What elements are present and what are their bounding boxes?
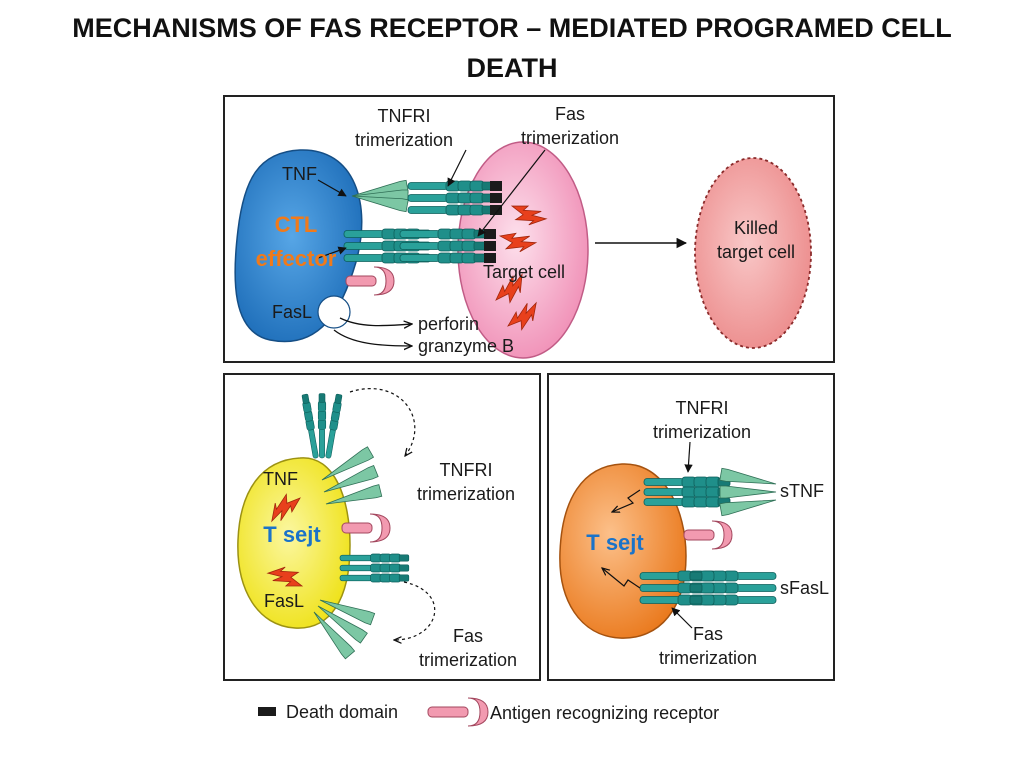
slide-title: MECHANISMS OF FAS RECEPTOR – MEDIATED PR… bbox=[20, 8, 1004, 88]
panel-left: TNF T sejt FasL TNFRI trimerization Fas … bbox=[223, 373, 541, 681]
fas-bundle-top bbox=[343, 228, 496, 264]
panel-right-frame bbox=[547, 373, 835, 681]
fasl-notch bbox=[317, 295, 351, 329]
antigen-receptor-swatch bbox=[427, 697, 489, 727]
slide-title-line-2: DEATH bbox=[466, 53, 558, 83]
slide-title-line-1: MECHANISMS OF FAS RECEPTOR – MEDIATED PR… bbox=[72, 13, 952, 43]
sfasl-label: sFasL bbox=[780, 578, 829, 598]
fas-free-group bbox=[339, 553, 410, 583]
tnfr-label-right-1: TNFRI bbox=[676, 398, 729, 418]
t-sejt-label-left: T sejt bbox=[263, 522, 321, 547]
tnf-tnfr-bundle-top bbox=[350, 179, 502, 216]
t-cell-orange bbox=[559, 463, 687, 639]
tnfr-label-right-2: trimerization bbox=[653, 422, 751, 442]
fas-label-right-2: trimerization bbox=[659, 648, 757, 668]
target-cell-label: Target cell bbox=[483, 262, 565, 282]
panel-right: TNFRI trimerization T sejt sTNF sFasL Fa… bbox=[547, 373, 835, 681]
fasl-label: FasL bbox=[272, 302, 312, 322]
fas-label-line-2: trimerization bbox=[521, 128, 619, 148]
killed-label-line-1: Killed bbox=[734, 218, 778, 238]
fasl-label-left: FasL bbox=[264, 591, 304, 611]
fas-label-right-1: Fas bbox=[693, 624, 723, 644]
fas-label-left-1: Fas bbox=[453, 626, 483, 646]
ctl-effector-cell bbox=[234, 149, 363, 343]
death-domain-swatch bbox=[258, 707, 276, 716]
legend-death-domain: Death domain bbox=[286, 702, 398, 722]
legend: Death domain Antigen recognizing recepto… bbox=[258, 697, 719, 727]
tnf-upper-group bbox=[300, 393, 344, 459]
fas-label-line-1: Fas bbox=[555, 104, 585, 124]
tnf-label: TNF bbox=[282, 164, 317, 184]
panel-top-frame bbox=[223, 95, 835, 363]
killed-label-line-2: target cell bbox=[717, 242, 795, 262]
tnfr-label-left-2: trimerization bbox=[417, 484, 515, 504]
antigen-receptor-right bbox=[683, 520, 733, 550]
ctl-label-line-2: effector bbox=[256, 246, 337, 271]
panel-left-frame bbox=[223, 373, 541, 681]
fas-label-left-2: trimerization bbox=[419, 650, 517, 670]
tnf-label-left: TNF bbox=[263, 469, 298, 489]
tnfr-label-line-1: TNFRI bbox=[378, 106, 431, 126]
sfasl-fas-bundle bbox=[639, 570, 777, 606]
stnf-label: sTNF bbox=[780, 481, 824, 501]
tnfr-label-line-2: trimerization bbox=[355, 130, 453, 150]
legend-antigen-receptor: Antigen recognizing receptor bbox=[490, 703, 719, 723]
t-sejt-label-right: T sejt bbox=[586, 530, 644, 555]
granzyme-label: granzyme B bbox=[418, 336, 514, 356]
ctl-label-line-1: CTL bbox=[275, 212, 318, 237]
t-cell-yellow bbox=[237, 457, 351, 629]
killed-target-cell bbox=[694, 157, 812, 349]
panel-top: TNFRI trimerization Fas trimerization TN… bbox=[223, 95, 835, 363]
tnfr-label-left-1: TNFRI bbox=[440, 460, 493, 480]
perforin-label: perforin bbox=[418, 314, 479, 334]
